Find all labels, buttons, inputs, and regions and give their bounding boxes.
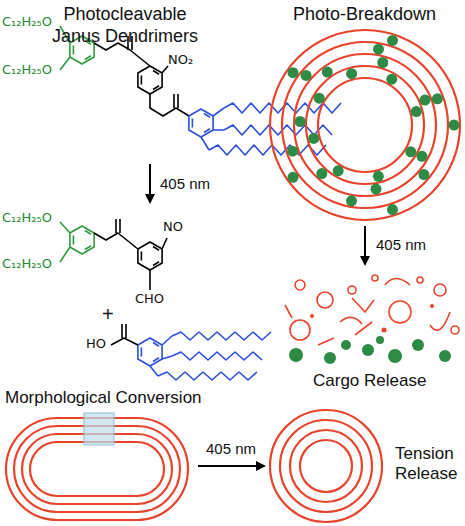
reaction-arrow [364, 226, 366, 264]
chemical-group: C₁₂H₂₅O [2, 62, 52, 78]
fragment-dots [310, 304, 434, 333]
released-cargo [289, 336, 451, 364]
chemical-group: C₁₂H₂₅O [2, 256, 52, 272]
chemical-group: C₁₂H₂₅O [2, 210, 52, 226]
vesicle-fragments [285, 275, 459, 345]
product-structures [60, 219, 172, 376]
chemical-group: NO [163, 219, 183, 235]
wavelength-label: 405 nm [206, 440, 256, 458]
tension-marker [84, 413, 114, 445]
figure-heading: Photo-Breakdown [293, 4, 436, 26]
chemical-group: HO [86, 336, 106, 352]
wavelength-label: 405 nm [160, 175, 210, 193]
glycol-chains [158, 103, 341, 380]
spherical-vesicle [270, 410, 382, 522]
process-label: Morphological Conversion [5, 388, 202, 408]
chemical-group: NO₂ [168, 52, 193, 68]
onion-vesicle [270, 30, 460, 220]
chemical-group: CHO [135, 291, 164, 307]
figure-heading: Photocleavable Janus Dendrimers [50, 4, 200, 47]
plus-sign: + [102, 302, 114, 326]
chemical-group: C₁₂H₂₅O [2, 14, 52, 30]
cargo-dots [287, 35, 459, 215]
process-label: Cargo Release [313, 371, 426, 391]
reaction-arrow [149, 164, 151, 202]
process-label: Tension Release [395, 444, 465, 485]
wavelength-label: 405 nm [376, 236, 426, 254]
reaction-arrow [198, 465, 264, 467]
